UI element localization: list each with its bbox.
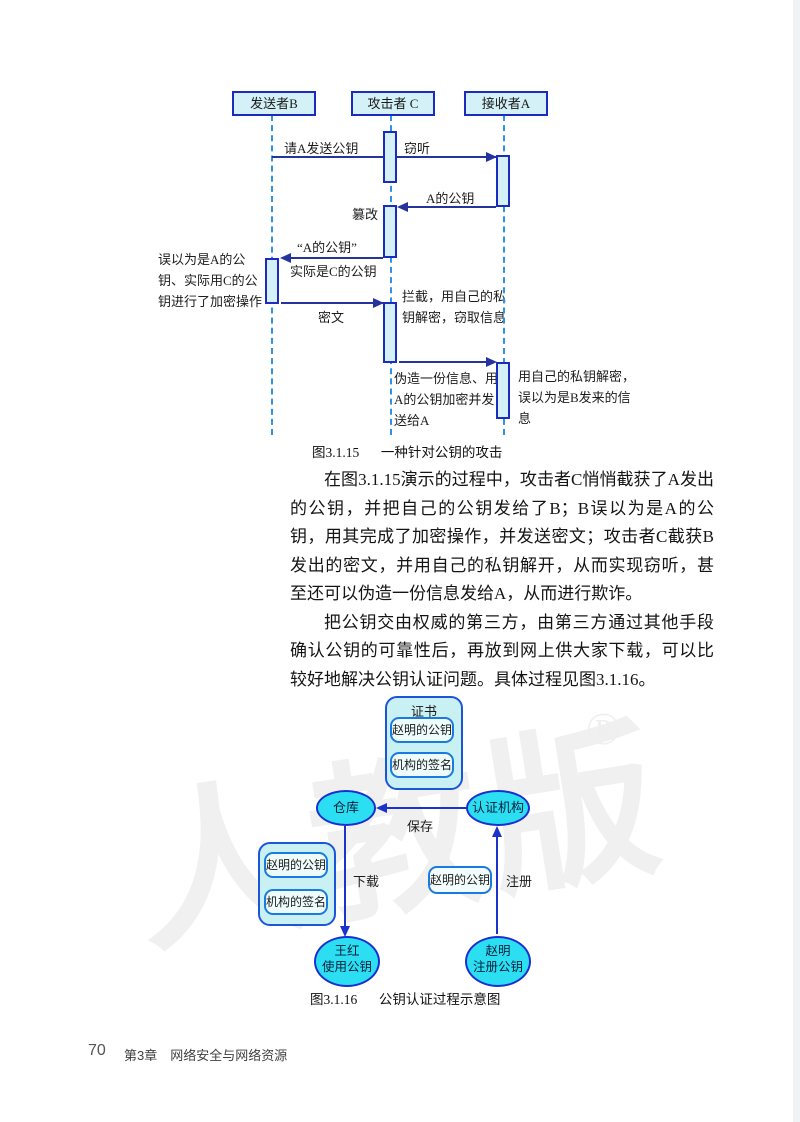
chapter-footer: 第3章网络安全与网络资源 [124,1045,287,1064]
actor-sender-b: 发送者B [232,91,316,116]
figure2-caption-text: 公钥认证过程示意图 [378,992,501,1007]
arrow-fake-key [283,257,383,259]
lifeline-c [390,115,392,435]
body-text: 在图3.1.15演示的过程中，攻击者C悄悄截获了A发出的公钥，并把自己的公钥发给… [290,466,714,694]
activation-a-1 [496,155,510,207]
activation-c-3 [383,302,397,363]
arrow-a-key [399,206,496,208]
arrowhead-left-icon [397,202,408,212]
dl-signature-box: 机构的签名 [264,889,328,915]
arrowhead-up-icon [492,826,502,837]
chapter-title: 网络安全与网络资源 [170,1048,288,1063]
activation-a-2 [496,362,510,419]
label-save: 保存 [407,819,434,834]
label-tamper: 篡改 [352,207,379,222]
note-forge: 伪造一份信息、用A的公钥加密并发送给A [394,371,499,428]
owner-node: 赵明 注册公钥 [465,936,531,987]
label-actually-c-key: 实际是C的公钥 [290,264,377,279]
page-number: 70 [88,1042,106,1059]
actor-receiver-a: 接收者A [464,91,548,116]
figure1-caption-text: 一种针对公钥的攻击 [380,445,503,460]
user-node-name: 王红 [334,944,360,958]
activation-c-1 [383,131,397,183]
activation-c-2 [383,205,397,258]
owner-node-name: 赵明 [485,944,511,958]
paragraph-third-party: 把公钥交由权威的第三方，由第三方通过其他手段确认公钥的可靠性后，再放到网上供大家… [290,612,714,689]
label-download: 下载 [353,874,380,889]
figure1-caption-label: 图3.1.15 [312,445,360,460]
note-receive: 用自己的私钥解密，误以为是B发来的信息 [518,369,636,426]
arrow-download [344,826,346,928]
repository-node: 仓库 [316,790,376,826]
registered-mark-icon: ® [586,703,621,754]
owner-node-action: 注册公钥 [472,960,523,974]
arrowhead-left-icon [280,253,291,263]
dl-public-key-box: 赵明的公钥 [264,852,328,878]
arrow-ciphertext [281,302,383,304]
chapter-number: 第3章 [124,1048,158,1063]
label-quoted-key: “A的公钥” [297,240,357,255]
arrowhead-right-icon [373,298,384,308]
label-request-key: 请A发送公钥 [284,141,359,156]
figure2-caption: 图3.1.16 公钥认证过程示意图 [310,988,500,1008]
arrow-save [382,807,466,809]
arrow-forged-message [399,361,486,363]
arrow-register [496,834,498,934]
authority-node: 认证机构 [466,790,530,826]
user-node-action: 使用公钥 [321,960,372,974]
cert-signature-box: 机构的签名 [390,752,454,778]
cert-public-key-box: 赵明的公钥 [390,717,454,743]
arrowhead-left-icon [376,803,387,813]
user-node: 王红 使用公钥 [314,936,380,987]
actor-attacker-c: 攻击者 C [351,91,435,116]
arrowhead-right-icon [486,357,497,367]
label-ciphertext: 密文 [318,310,345,325]
note-b-misled: 误以为是A的公钥、实际用C的公钥进行了加密操作 [158,252,263,309]
register-key-box: 赵明的公钥 [428,866,492,894]
figure1-caption: 图3.1.15 一种针对公钥的攻击 [312,441,502,461]
label-a-key: A的公钥 [426,191,475,206]
activation-b-1 [265,258,279,304]
arrowhead-right-icon [486,152,497,162]
arrowhead-down-icon [340,926,350,937]
label-eavesdrop: 窃听 [404,141,431,156]
lifeline-a [503,115,505,435]
paragraph-attack-explain: 在图3.1.15演示的过程中，攻击者C悄悄截获了A发出的公钥，并把自己的公钥发给… [290,470,714,603]
label-register: 注册 [506,874,533,889]
figure2-caption-label: 图3.1.16 [310,992,358,1007]
certificate-title: 证书 [410,704,437,719]
scan-edge-shade [793,0,800,1122]
note-intercept: 拦截，用自己的私钥解密，窃取信息 [402,289,507,325]
